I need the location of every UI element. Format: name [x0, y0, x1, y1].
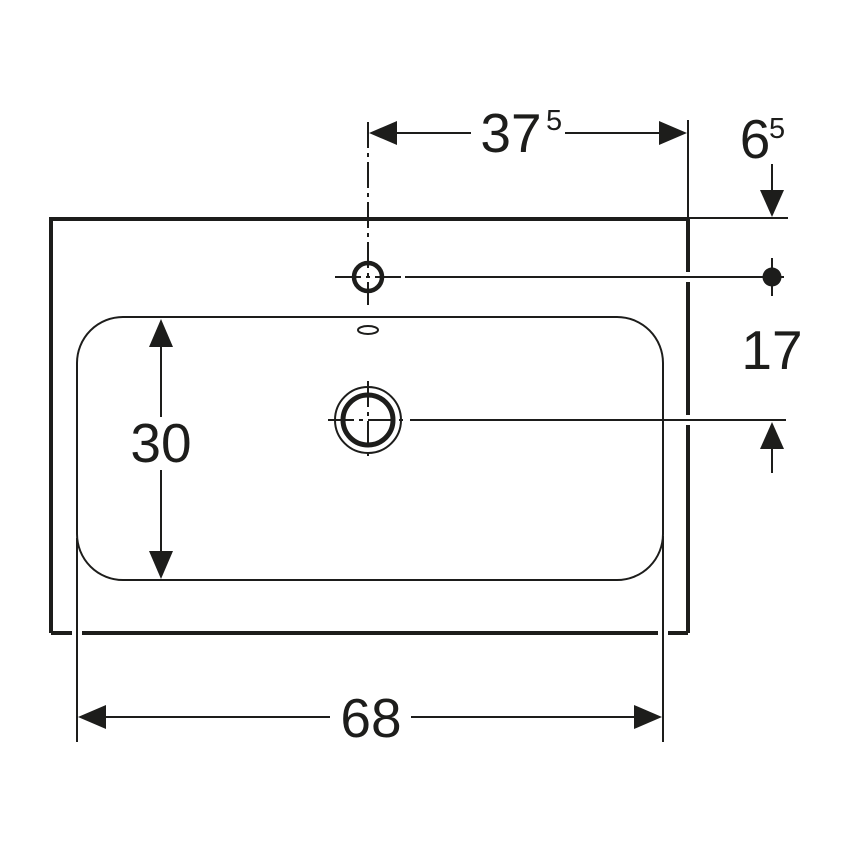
- label-bowl-width: 68: [340, 687, 401, 749]
- label-tap-to-drain: 17: [741, 319, 802, 381]
- arrowhead-right: [659, 121, 687, 145]
- dimension-tap-to-right-edge: [369, 120, 689, 217]
- basin-bowl-outline: [76, 316, 664, 581]
- dimension-end-dot: [762, 267, 782, 287]
- label-tap-to-right-edge-sup: 5: [546, 105, 562, 137]
- arrowhead-up: [149, 319, 173, 347]
- dimension-bowl-depth: [149, 319, 173, 579]
- arrowhead-right: [634, 705, 662, 729]
- dimension-tap-to-drain: [760, 422, 784, 473]
- arrowhead-left: [78, 705, 106, 729]
- label-tap-to-right-edge: 37: [480, 102, 541, 164]
- label-top-edge-to-tap-sup: 5: [769, 113, 785, 145]
- arrowhead-up: [760, 422, 784, 449]
- arrowhead-down: [149, 551, 173, 579]
- dimension-labels: 37 5 6 5 17 30 68: [130, 102, 802, 749]
- arrowhead-down: [760, 190, 784, 217]
- countertop-outline: [49, 217, 690, 635]
- dimension-bowl-width: [76, 536, 664, 742]
- drain-hole: [328, 381, 404, 458]
- label-top-edge-to-tap: 6: [740, 108, 771, 170]
- label-bowl-depth: 30: [130, 412, 191, 474]
- tap-hole: [335, 122, 405, 305]
- overflow-slot: [357, 325, 379, 335]
- arrowhead-left: [369, 121, 397, 145]
- dimension-top-edge-to-tap: [690, 164, 788, 296]
